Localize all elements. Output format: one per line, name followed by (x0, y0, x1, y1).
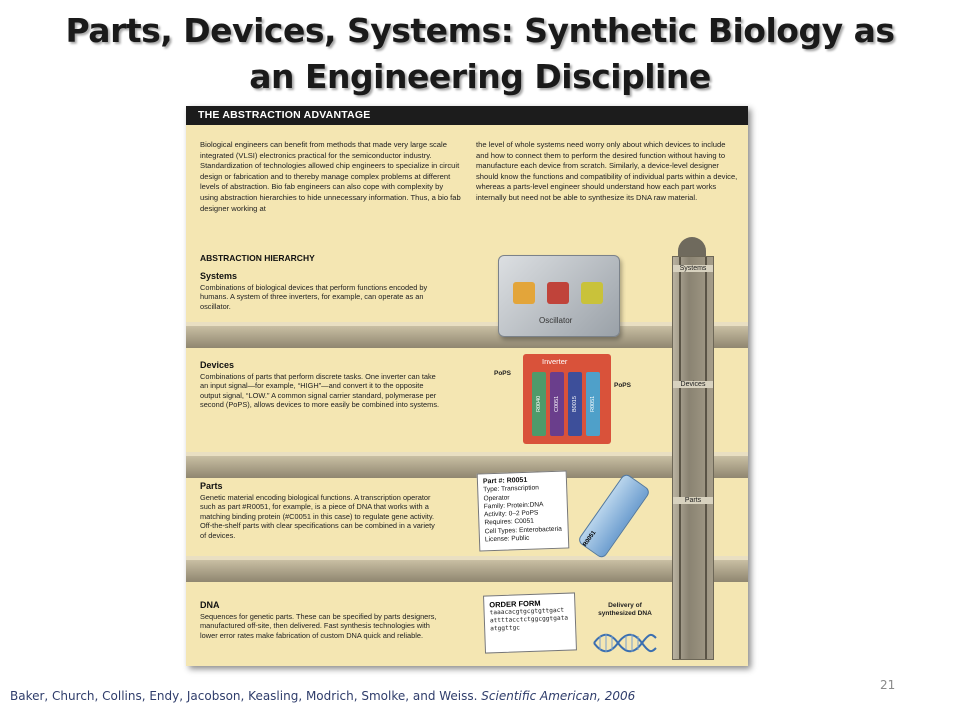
inverter-part: C0051 (550, 372, 564, 436)
level-parts-text: Genetic material encoding biological fun… (200, 493, 435, 540)
elevator-dome (678, 237, 706, 257)
oscillator-chip: Oscillator (498, 255, 620, 337)
level-devices-text: Combinations of parts that perform discr… (200, 372, 440, 410)
citation-authors: Baker, Church, Collins, Endy, Jacobson, … (10, 689, 482, 703)
dna-helix-icon (593, 633, 657, 653)
intro-text-right: the level of whole systems need worry on… (476, 140, 738, 202)
inverter-part: R0051 (586, 372, 600, 436)
inverter-label: Inverter (542, 357, 568, 366)
shelf-edge (186, 556, 748, 560)
pops-input-label: PoPS (494, 370, 511, 377)
oscillator-block (513, 282, 535, 304)
elevator-label-systems: Systems (673, 265, 713, 272)
pops-output-label: PoPS (614, 382, 631, 389)
part-card-title: Part #: R0051 (482, 476, 528, 486)
delivery-label: Delivery of synthesized DNA (598, 602, 652, 617)
hierarchy-title: ABSTRACTION HIERARCHY (200, 253, 315, 263)
oscillator-block (547, 282, 569, 304)
citation: Baker, Church, Collins, Endy, Jacobson, … (10, 689, 635, 703)
order-form-card: ORDER FORM taaacacgtgcgtgttgact attttacc… (483, 592, 577, 654)
part-card-line: License: Public (484, 534, 530, 544)
level-parts-heading: Parts (200, 481, 223, 491)
elevator-rail (705, 257, 707, 659)
level-systems-text: Combinations of biological devices that … (200, 283, 428, 311)
intro-text-left: Biological engineers can benefit from me… (200, 140, 461, 213)
shelf-devices (186, 456, 748, 478)
elevator-label-devices: Devices (673, 381, 713, 388)
part-spec-card: Part #: R0051 Type: Transcription Operat… (476, 470, 570, 552)
inverter-part: R0040 (532, 372, 546, 436)
level-devices-heading: Devices (200, 360, 235, 370)
figure-header-bar: THE ABSTRACTION ADVANTAGE (186, 106, 748, 125)
elevator-label-parts: Parts (673, 497, 713, 504)
slide-title: Parts, Devices, Systems: Synthetic Biolo… (65, 11, 896, 96)
order-form-sequence: atggttgc (490, 624, 521, 633)
oscillator-block (581, 282, 603, 304)
elevator-shaft: Systems Devices Parts (672, 256, 714, 660)
abstraction-figure: THE ABSTRACTION ADVANTAGE Biological eng… (186, 106, 748, 666)
oscillator-label: Oscillator (539, 316, 573, 325)
figure-header: THE ABSTRACTION ADVANTAGE (198, 109, 371, 121)
shelf-edge (186, 452, 748, 456)
shelf-systems (186, 326, 748, 348)
shelf-edge (186, 322, 748, 326)
level-systems-heading: Systems (200, 271, 238, 281)
level-dna-text: Sequences for genetic parts. These can b… (200, 612, 437, 640)
elevator-rail (679, 257, 681, 659)
shelf-parts (186, 560, 748, 582)
level-dna-heading: DNA (200, 600, 220, 610)
inverter-part: B0015 (568, 372, 582, 436)
page-number: 21 (880, 678, 896, 692)
citation-journal: Scientific American, 2006 (481, 689, 636, 703)
